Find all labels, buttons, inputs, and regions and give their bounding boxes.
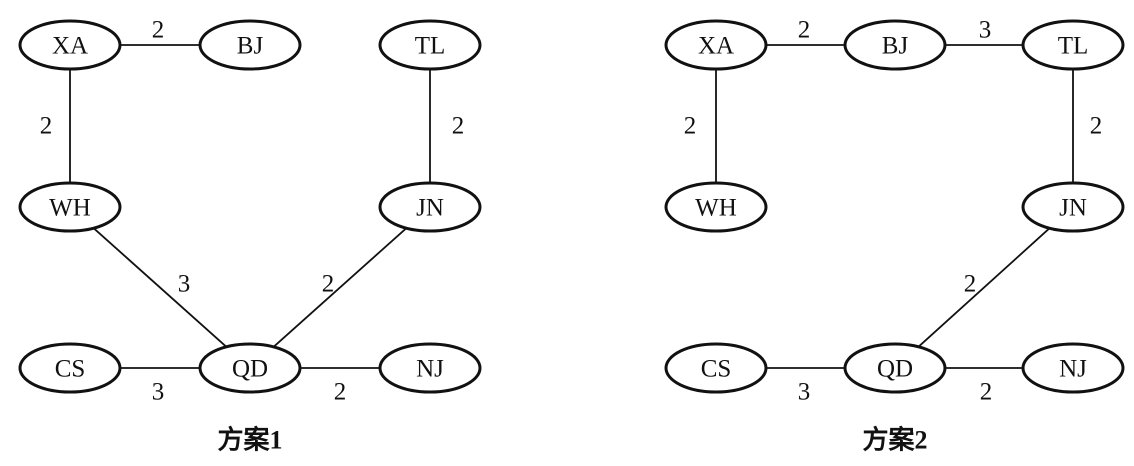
node-ellipse: [664, 342, 768, 394]
node-label: JN: [1059, 195, 1087, 222]
node-ellipse: [843, 342, 947, 394]
node-ellipse: [18, 19, 122, 71]
node-label: TL: [415, 33, 446, 60]
node-tl: TL: [378, 19, 482, 71]
node-bj: BJ: [843, 19, 947, 71]
diagram-caption: 方案2: [862, 425, 927, 455]
edge-weight-bj-tl: 3: [979, 17, 992, 44]
edge-weight-xa-bj: 2: [798, 17, 811, 44]
node-wh: WH: [18, 181, 122, 233]
node-nj: NJ: [378, 342, 482, 394]
edge-weight-xa-bj: 2: [152, 17, 165, 44]
node-jn: JN: [1021, 181, 1125, 233]
node-label: WH: [49, 195, 91, 222]
node-label: NJ: [416, 356, 444, 383]
node-label: QD: [232, 356, 268, 383]
edge-wh-qd: [93, 227, 227, 348]
node-label: BJ: [882, 33, 909, 60]
node-xa: XA: [664, 19, 768, 71]
edge-weight-cs-qd: 3: [798, 379, 811, 406]
node-label: XA: [52, 33, 88, 60]
node-label: BJ: [237, 33, 264, 60]
node-ellipse: [18, 181, 122, 233]
edge-weight-qd-nj: 2: [980, 379, 993, 406]
edge-weight-wh-qd: 3: [178, 271, 191, 298]
node-ellipse: [664, 19, 768, 71]
node-ellipse: [664, 181, 768, 233]
node-ellipse: [18, 342, 122, 394]
node-cs: CS: [18, 342, 122, 394]
edge-jn-qd: [273, 227, 407, 348]
node-xa: XA: [18, 19, 122, 71]
node-cs: CS: [664, 342, 768, 394]
node-bj: BJ: [198, 19, 302, 71]
node-jn: JN: [378, 181, 482, 233]
node-nj: NJ: [1021, 342, 1125, 394]
edge-weight-xa-wh: 2: [40, 113, 53, 140]
node-label: XA: [698, 33, 734, 60]
node-label: QD: [877, 356, 913, 383]
node-ellipse: [198, 19, 302, 71]
node-label: NJ: [1059, 356, 1087, 383]
edge-weight-xa-wh: 2: [684, 113, 697, 140]
node-label: JN: [416, 195, 444, 222]
node-ellipse: [1021, 19, 1125, 71]
node-qd: QD: [843, 342, 947, 394]
node-ellipse: [1021, 342, 1125, 394]
node-qd: QD: [198, 342, 302, 394]
node-label: CS: [701, 356, 732, 383]
edge-weight-qd-nj: 2: [334, 379, 347, 406]
node-ellipse: [378, 19, 482, 71]
diagram-caption: 方案1: [217, 425, 282, 455]
node-label: TL: [1058, 33, 1089, 60]
node-wh: WH: [664, 181, 768, 233]
node-label: CS: [55, 356, 86, 383]
node-ellipse: [198, 342, 302, 394]
node-tl: TL: [1021, 19, 1125, 71]
node-ellipse: [378, 181, 482, 233]
node-label: WH: [695, 195, 737, 222]
edge-weight-cs-qd: 3: [152, 379, 165, 406]
edge-weight-tl-jn: 2: [1090, 113, 1103, 140]
node-ellipse: [378, 342, 482, 394]
edge-jn-qd: [917, 227, 1051, 348]
node-ellipse: [1021, 181, 1125, 233]
node-ellipse: [843, 19, 947, 71]
edge-weight-tl-jn: 2: [452, 113, 465, 140]
edge-weight-jn-qd: 2: [964, 271, 977, 298]
edge-weight-jn-qd: 2: [322, 271, 335, 298]
